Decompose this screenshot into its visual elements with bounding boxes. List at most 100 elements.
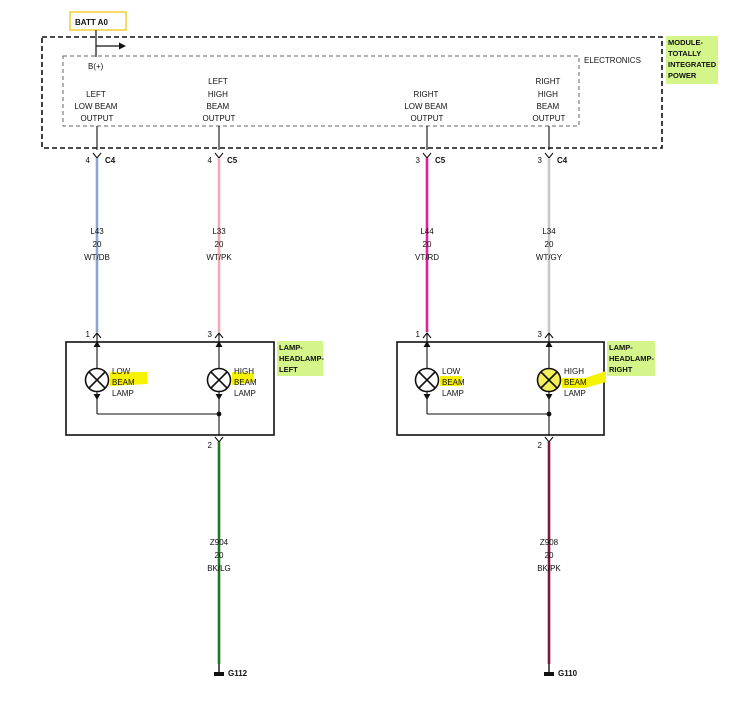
splice-dot-icon bbox=[216, 411, 222, 417]
ground-wire-gauge: 20 bbox=[545, 551, 554, 560]
circuit-id: L43 bbox=[90, 227, 104, 236]
bulb-label-line: LAMP bbox=[442, 389, 464, 398]
batt-label-box bbox=[69, 11, 127, 31]
wire-color-code: WT/DB bbox=[84, 253, 110, 262]
headlamp-label-line: LEFT bbox=[279, 365, 298, 374]
electronics-label: ELECTRONICS bbox=[584, 56, 641, 65]
lamp-pin: 3 bbox=[538, 330, 543, 339]
output-label-line: HIGH bbox=[208, 90, 228, 99]
wire-gauge: 20 bbox=[93, 240, 102, 249]
right-headlamp-label-highlight bbox=[607, 341, 655, 376]
connector-icon bbox=[214, 152, 224, 159]
output-label-left-high: LEFT HIGH BEAM OUTPUT bbox=[203, 77, 236, 123]
connector-id: C5 bbox=[435, 156, 446, 165]
connector-icon bbox=[544, 332, 554, 339]
connector-pin: 3 bbox=[416, 156, 421, 165]
high-beam-highlight bbox=[232, 372, 254, 385]
low-beam-highlight bbox=[110, 372, 147, 386]
wire-color-code: VT/RD bbox=[415, 253, 439, 262]
wire-gauge: 20 bbox=[215, 240, 224, 249]
output-label-line: LOW BEAM bbox=[74, 102, 117, 111]
bulb-label-line: BEAM bbox=[234, 378, 257, 387]
bulb-label-line: BEAM bbox=[442, 378, 465, 387]
connector-id: C5 bbox=[227, 156, 238, 165]
left-low-beam-label: LOW BEAM LAMP bbox=[112, 367, 137, 398]
circuit-id: L33 bbox=[212, 227, 226, 236]
connector-pin: 4 bbox=[208, 156, 213, 165]
headlamp-label-line: LAMP- bbox=[279, 343, 303, 352]
ground-label: G110 bbox=[558, 669, 578, 678]
module-label-line: TOTALLY bbox=[668, 49, 701, 58]
connector-icon bbox=[92, 152, 102, 159]
output-label-line: BEAM bbox=[207, 102, 230, 111]
circuit-id: L44 bbox=[420, 227, 434, 236]
connector-icon bbox=[92, 332, 102, 339]
ground-circuit-id: Z908 bbox=[540, 538, 559, 547]
module-label-highlight bbox=[666, 36, 718, 84]
arrow-down-icon bbox=[93, 394, 101, 400]
ground-icon bbox=[544, 664, 554, 676]
arrow-up-icon bbox=[215, 341, 223, 347]
bplus-label: B(+) bbox=[88, 62, 104, 71]
bulb-label-line: LAMP bbox=[564, 389, 586, 398]
headlamp-label-line: HEADLAMP- bbox=[279, 354, 324, 363]
bulb-label-line: LAMP bbox=[112, 389, 134, 398]
ground-bar bbox=[214, 672, 224, 676]
connector-icon bbox=[544, 436, 554, 443]
arrow-up-icon bbox=[545, 341, 553, 347]
left-high-beam-label: HIGH BEAM LAMP bbox=[234, 367, 259, 398]
ground-pin: 2 bbox=[208, 441, 213, 450]
wire-gauge: 20 bbox=[545, 240, 554, 249]
module-label-line: POWER bbox=[668, 71, 697, 80]
ground-pin: 2 bbox=[538, 441, 543, 450]
bulb-label-line: LOW bbox=[442, 367, 461, 376]
wire-gauge: 20 bbox=[423, 240, 432, 249]
connector-pin: 4 bbox=[86, 156, 91, 165]
right-headlamp-label: LAMP- HEADLAMP- RIGHT bbox=[609, 343, 656, 374]
bulb-label-line: HIGH bbox=[234, 367, 254, 376]
bulb-label-line: LAMP bbox=[234, 389, 256, 398]
bulb-label-line: HIGH bbox=[564, 367, 584, 376]
bulb-label-line: LOW bbox=[112, 367, 131, 376]
lamp-pin: 3 bbox=[208, 330, 213, 339]
headlamp-label-line: LAMP- bbox=[609, 343, 633, 352]
arrow-down-icon bbox=[423, 394, 431, 400]
circuit-id: L34 bbox=[542, 227, 556, 236]
bulb-label-line: BEAM bbox=[112, 378, 135, 387]
ground-wire-color-code: BK/LG bbox=[207, 564, 231, 573]
arrow-up-icon bbox=[93, 341, 101, 347]
arrow-down-icon bbox=[545, 394, 553, 400]
ground-bar bbox=[544, 672, 554, 676]
output-label-line: RIGHT bbox=[414, 90, 439, 99]
electronics-box bbox=[62, 55, 580, 127]
right-high-beam-label: HIGH BEAM LAMP bbox=[564, 367, 589, 398]
lamp-pin: 1 bbox=[86, 330, 91, 339]
low-beam-highlight bbox=[440, 376, 462, 386]
left-headlamp-label-highlight bbox=[277, 341, 323, 376]
connector-icon bbox=[422, 332, 432, 339]
ground-circuit-id: Z904 bbox=[210, 538, 229, 547]
headlamp-label-line: HEADLAMP- bbox=[609, 354, 654, 363]
output-label-line: LOW BEAM bbox=[404, 102, 447, 111]
output-label-line: HIGH bbox=[538, 90, 558, 99]
connector-icon bbox=[214, 436, 224, 443]
splice-dot-icon bbox=[546, 411, 552, 417]
high-beam-highlight bbox=[562, 371, 606, 388]
ground-wire-gauge: 20 bbox=[215, 551, 224, 560]
module-label-line: INTEGRATED bbox=[668, 60, 717, 69]
arrow-down-icon bbox=[215, 394, 223, 400]
arrow-up-icon bbox=[423, 341, 431, 347]
output-label-line: OUTPUT bbox=[411, 114, 444, 123]
bulb-label-line: BEAM bbox=[564, 378, 587, 387]
low-beam-bulb-icon bbox=[414, 367, 440, 393]
module-box bbox=[41, 36, 663, 149]
batt-arrow-icon bbox=[119, 42, 126, 50]
module-label: MODULE- TOTALLY INTEGRATED POWER bbox=[668, 38, 718, 80]
connector-icon bbox=[544, 152, 554, 159]
wire-color-code: WT/GY bbox=[536, 253, 563, 262]
ground-icon bbox=[214, 664, 224, 676]
